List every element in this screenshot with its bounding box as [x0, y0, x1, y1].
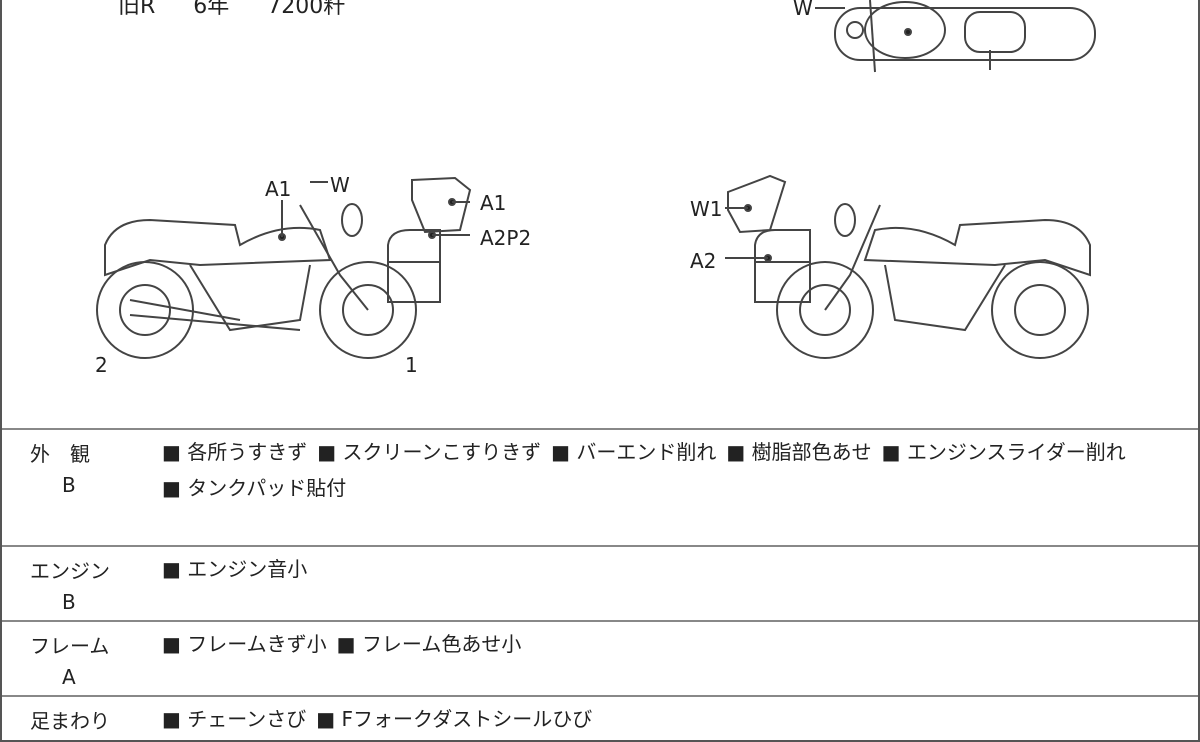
grade: A — [62, 665, 76, 689]
label-a1-screen: A1 — [480, 191, 506, 215]
item: チェーンさび — [162, 707, 306, 731]
row-exterior: 外 観 B 各所うすきずスクリーンこすりきずバーエンド削れ樹脂部色あせエンジンスラ… — [2, 428, 1198, 545]
item: 各所うすきず — [162, 440, 307, 464]
left-side-bike: A1 W A1 A2P2 2 1 — [95, 173, 531, 377]
item: エンジン音小 — [162, 557, 307, 581]
item: タンクパッド貼付 — [162, 476, 346, 500]
category: エンジン — [30, 559, 110, 583]
label-w1: W1 — [690, 197, 723, 221]
row-engine: エンジン B エンジン音小 — [2, 545, 1198, 620]
top-view-bike: W — [793, 0, 1096, 73]
model-note: 旧R — [118, 0, 156, 19]
category: フレーム — [30, 634, 110, 658]
top-label-w: W — [793, 0, 813, 20]
header-info: 旧R 6年 7200粁 — [118, 0, 383, 20]
item: スクリーンこすりきず — [317, 440, 541, 464]
corner-2: 2 — [95, 353, 108, 377]
row-frame: フレーム A フレームきず小フレーム色あせ小 — [2, 620, 1198, 695]
item: バーエンド削れ — [551, 440, 716, 464]
label-a2: A2 — [690, 249, 716, 273]
motorcycle-diagram: W A1 W A1 A2P2 2 1 W1 A2 — [95, 0, 1096, 377]
category: 足まわり — [30, 709, 110, 733]
row-suspension: 足まわり チェーンさび Fフォークダストシールひび — [2, 695, 1198, 737]
label-a1-tank: A1 — [265, 177, 291, 201]
item: フレームきず小 — [162, 632, 327, 656]
corner-1: 1 — [405, 353, 418, 377]
item: Fフォークダストシールひび — [316, 707, 592, 731]
item: 樹脂部色あせ — [726, 440, 871, 464]
mileage: 7200粁 — [267, 0, 346, 19]
years: 6年 — [193, 0, 230, 19]
label-w: W — [330, 173, 350, 197]
grade: B — [62, 473, 76, 497]
item: エンジンスライダー削れ — [882, 440, 1126, 464]
grade: B — [62, 590, 76, 614]
right-side-bike: W1 A2 — [690, 174, 1091, 359]
label-a2p2: A2P2 — [480, 226, 531, 250]
category: 外 観 — [30, 442, 90, 466]
item: フレーム色あせ小 — [337, 632, 522, 656]
